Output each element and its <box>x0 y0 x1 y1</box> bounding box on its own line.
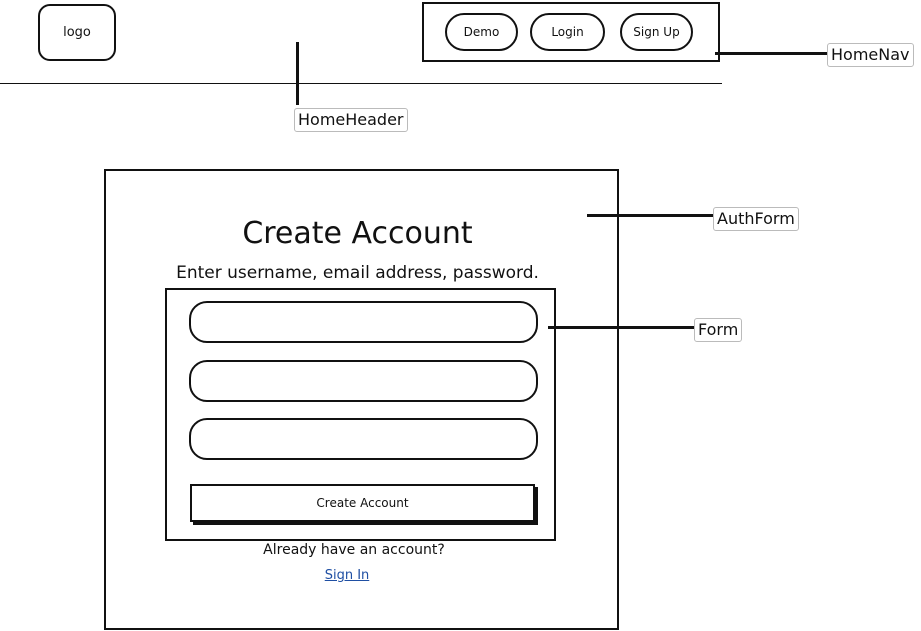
home-header-connector <box>296 42 299 105</box>
sign-up-button[interactable]: Sign Up <box>620 13 693 51</box>
auth-form-callout: AuthForm <box>713 207 799 231</box>
username-field[interactable] <box>189 301 538 343</box>
home-nav-callout: HomeNav <box>827 43 914 67</box>
logo-text: logo <box>63 25 91 40</box>
form-callout: Form <box>694 318 743 342</box>
login-button-label: Login <box>551 25 584 39</box>
already-have-account-text: Already have an account? <box>263 542 445 558</box>
email-field[interactable] <box>189 360 538 402</box>
demo-button-label: Demo <box>463 25 500 39</box>
create-account-button-label: Create Account <box>316 496 409 510</box>
login-button[interactable]: Login <box>530 13 605 51</box>
create-account-button[interactable]: Create Account <box>190 484 535 522</box>
home-nav-connector <box>715 52 827 55</box>
sign-in-link[interactable]: Sign In <box>324 568 370 583</box>
form <box>165 288 556 541</box>
page-title: Create Account <box>242 216 473 251</box>
form-connector <box>548 326 694 329</box>
password-field[interactable] <box>189 418 538 460</box>
home-header-callout: HomeHeader <box>294 108 408 132</box>
demo-button[interactable]: Demo <box>445 13 518 51</box>
logo[interactable]: logo <box>38 4 116 61</box>
home-header-line <box>0 83 722 84</box>
sign-up-button-label: Sign Up <box>633 25 680 39</box>
auth-form <box>104 169 619 630</box>
form-instructions: Enter username, email address, password. <box>176 263 539 283</box>
auth-form-connector <box>587 214 713 217</box>
home-nav <box>422 2 720 62</box>
